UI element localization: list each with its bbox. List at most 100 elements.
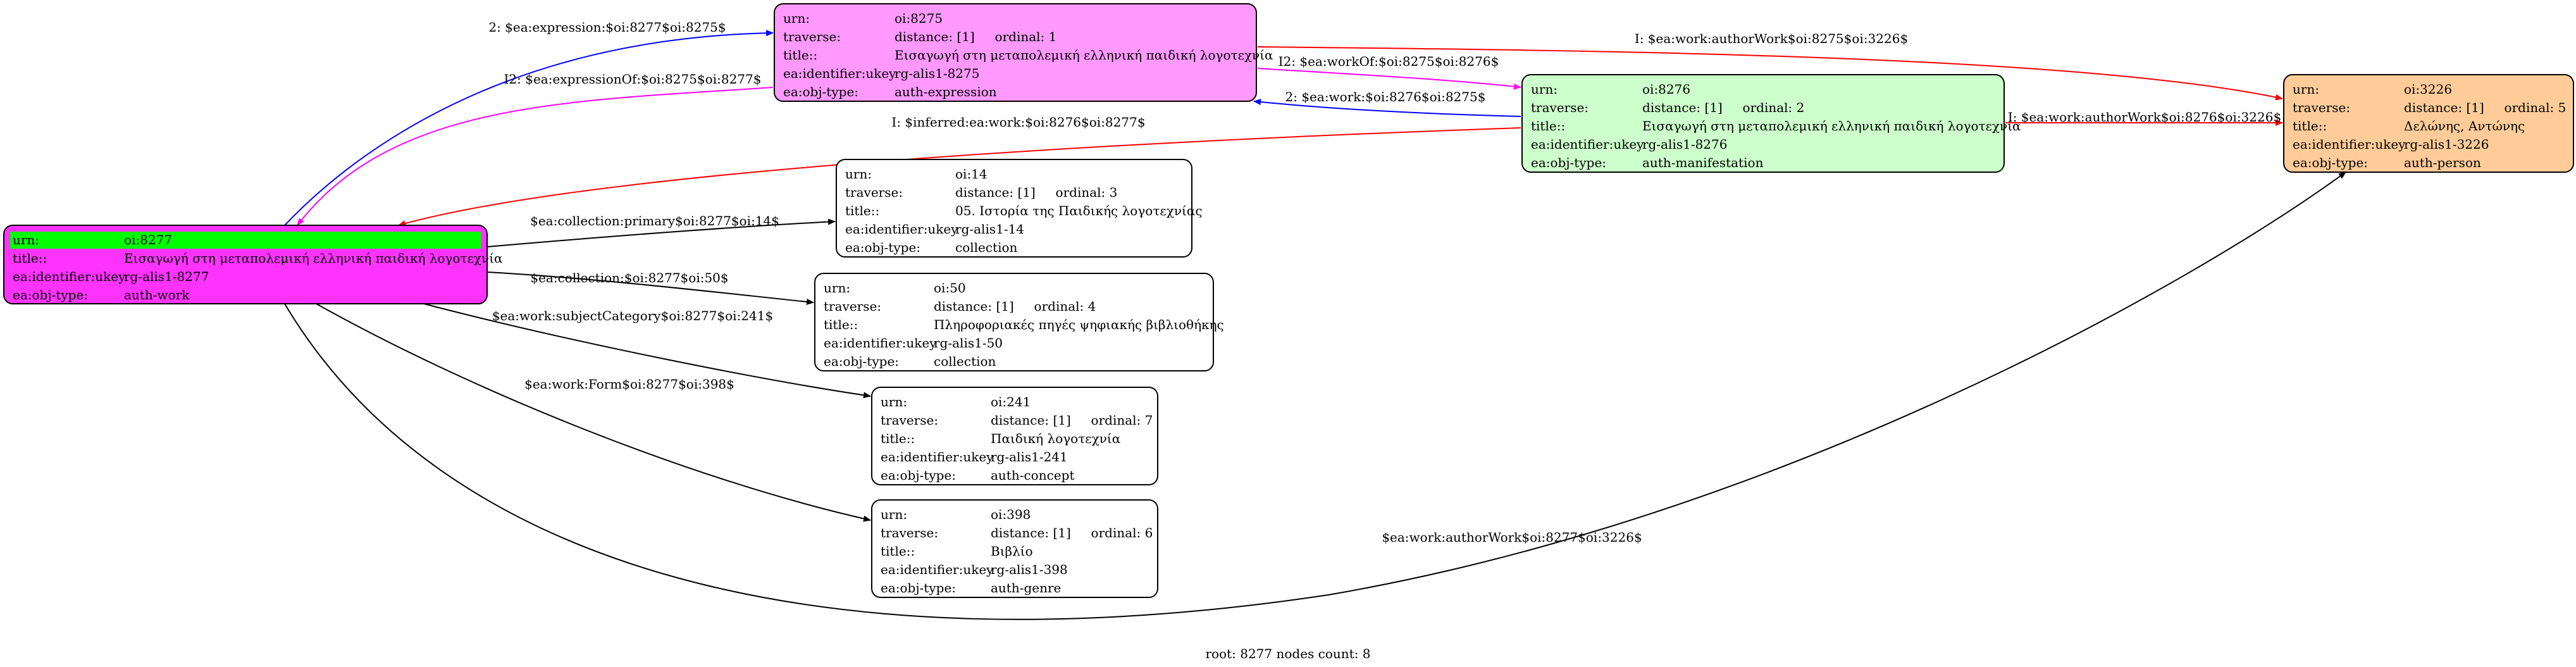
node-value: distance: [1] ordinal: 4 xyxy=(934,299,1096,314)
node-key: title:: xyxy=(881,431,915,446)
node-value: rg-alis1-398 xyxy=(991,562,1068,577)
edge-e10: $ea:work:subjectCategory$oi:8277$oi:241$ xyxy=(423,303,871,399)
node-key: title:: xyxy=(824,317,858,332)
node-value: rg-alis1-8277 xyxy=(124,269,209,284)
node-value: oi:241 xyxy=(991,394,1031,409)
node-key: ea:identifier:ukey xyxy=(824,335,937,351)
node-box xyxy=(871,387,1158,485)
node-value: oi:14 xyxy=(955,166,988,182)
edge-label: I: $inferred:ea:work:$oi:8276$oi:8277$ xyxy=(891,115,1145,130)
edge-label: $ea:work:subjectCategory$oi:8277$oi:241$ xyxy=(492,308,773,323)
node-key: traverse: xyxy=(845,185,903,200)
node-value: rg-alis1-8276 xyxy=(1642,137,1727,152)
edge-e3: I2: $ea:workOf:$oi:8275$oi:8276$ xyxy=(1257,54,1521,90)
node-value: distance: [1] ordinal: 7 xyxy=(991,413,1153,428)
edge-label: $ea:work:Form$oi:8277$oi:398$ xyxy=(524,377,734,392)
node-value: rg-alis1-14 xyxy=(955,221,1024,237)
node-value: auth-genre xyxy=(991,580,1061,595)
node-key: urn: xyxy=(13,232,39,247)
node-value: Βιβλίο xyxy=(991,544,1033,559)
node-value: rg-alis1-8275 xyxy=(895,66,979,81)
edge-line xyxy=(284,171,2346,620)
node-box xyxy=(2283,74,2574,173)
node-box xyxy=(871,499,1158,598)
node-value: Παιδική λογοτεχνία xyxy=(991,431,1120,446)
node-value: Εισαγωγή στη μεταπολεμική ελληνική παιδι… xyxy=(895,47,1273,63)
node-value: auth-expression xyxy=(895,84,997,99)
node-key: traverse: xyxy=(824,299,881,314)
edge-label: $ea:collection:$oi:8277$oi:50$ xyxy=(530,270,728,285)
node-value: oi:8277 xyxy=(124,232,172,247)
node-value: auth-concept xyxy=(991,468,1074,483)
node-key: title:: xyxy=(13,251,47,266)
node-value: oi:50 xyxy=(934,280,966,296)
edges: 2: $ea:expression:$oi:8277$oi:8275$ I2: $… xyxy=(284,20,2346,620)
node-key: ea:obj-type: xyxy=(783,84,858,99)
node-key: traverse: xyxy=(881,413,938,428)
node-key: urn: xyxy=(1531,82,1557,97)
node-header-highlight xyxy=(10,232,481,249)
node-key: ea:obj-type: xyxy=(881,468,956,483)
node-value: distance: [1] ordinal: 3 xyxy=(955,185,1117,200)
node-key: traverse: xyxy=(881,525,938,540)
edge-line xyxy=(423,303,871,399)
node-value: Πληροφοριακές πηγές ψηφιακής βιβλιοθήκης xyxy=(934,317,1224,332)
edge-e2: I2: $ea:expressionOf:$oi:8275$oi:8277$ xyxy=(297,72,774,226)
node-key: ea:identifier:ukey xyxy=(1531,137,1644,152)
node-key: ea:identifier:ukey xyxy=(881,449,994,464)
node-value: oi:3226 xyxy=(2404,82,2452,97)
node-key: ea:obj-type: xyxy=(1531,155,1606,170)
node-key: traverse: xyxy=(1531,100,1588,115)
node-key: title:: xyxy=(783,47,817,63)
node-key: traverse: xyxy=(2293,100,2350,115)
node-key: title:: xyxy=(845,203,879,218)
node-n8276: urn: oi:8276 traverse: distance: [1] ordina… xyxy=(1521,74,2021,173)
edge-line xyxy=(1253,99,1521,117)
edge-label: 2: $ea:work:$oi:8276$oi:8275$ xyxy=(1285,89,1486,104)
node-box xyxy=(1521,74,2005,173)
edge-label: $ea:work:authorWork$oi:8277$oi:3226$ xyxy=(1382,530,1642,545)
edge-label: I2: $ea:expressionOf:$oi:8275$oi:8277$ xyxy=(504,72,762,87)
edge-label: $ea:collection:primary$oi:8277$oi:14$ xyxy=(530,213,779,228)
node-key: ea:obj-type: xyxy=(845,240,920,255)
edge-line xyxy=(398,127,1521,227)
edge-e9: $ea:collection:$oi:8277$oi:50$ xyxy=(486,270,814,305)
edge-e1: 2: $ea:expression:$oi:8277$oi:8275$ xyxy=(284,20,774,226)
node-value: collection xyxy=(934,354,996,369)
node-key: ea:obj-type: xyxy=(881,580,956,595)
node-key: ea:identifier:ukey xyxy=(783,66,896,81)
node-key: ea:identifier:ukey xyxy=(881,562,994,577)
edge-e5: I: $ea:work:authorWork$oi:8275$oi:3226$ xyxy=(1257,31,2283,101)
edge-line xyxy=(1257,68,1521,90)
edge-e7: I: $inferred:ea:work:$oi:8276$oi:8277$ xyxy=(398,115,1521,227)
node-value: Εισαγωγή στη μεταπολεμική ελληνική παιδι… xyxy=(1642,118,2021,134)
edge-label: I: $ea:work:authorWork$oi:8275$oi:3226$ xyxy=(1635,31,1908,46)
edge-line xyxy=(297,87,774,226)
node-box xyxy=(836,159,1192,258)
node-value: distance: [1] ordinal: 6 xyxy=(991,525,1153,540)
node-value: auth-person xyxy=(2404,155,2481,170)
node-value: oi:8275 xyxy=(895,11,943,26)
node-key: ea:obj-type: xyxy=(13,287,88,302)
node-value: distance: [1] ordinal: 2 xyxy=(1642,100,1804,115)
node-key: title:: xyxy=(1531,118,1565,134)
edge-line xyxy=(486,218,836,247)
node-key: urn: xyxy=(881,507,907,522)
node-value: distance: [1] ordinal: 5 xyxy=(2404,100,2566,115)
node-value: Εισαγωγή στη μεταπολεμική ελληνική παιδι… xyxy=(124,251,503,266)
edge-e12: $ea:work:authorWork$oi:8277$oi:3226$ xyxy=(284,171,2346,620)
node-value: oi:8276 xyxy=(1642,82,1690,97)
edge-line xyxy=(486,271,814,305)
node-value: collection xyxy=(955,240,1018,255)
node-value: rg-alis1-3226 xyxy=(2404,137,2489,152)
node-key: ea:identifier:ukey xyxy=(845,221,958,237)
edge-e11: $ea:work:Form$oi:8277$oi:398$ xyxy=(316,303,871,522)
node-key: title:: xyxy=(881,544,915,559)
edge-label: 2: $ea:expression:$oi:8277$oi:8275$ xyxy=(488,20,726,35)
node-key: title:: xyxy=(2293,118,2327,134)
